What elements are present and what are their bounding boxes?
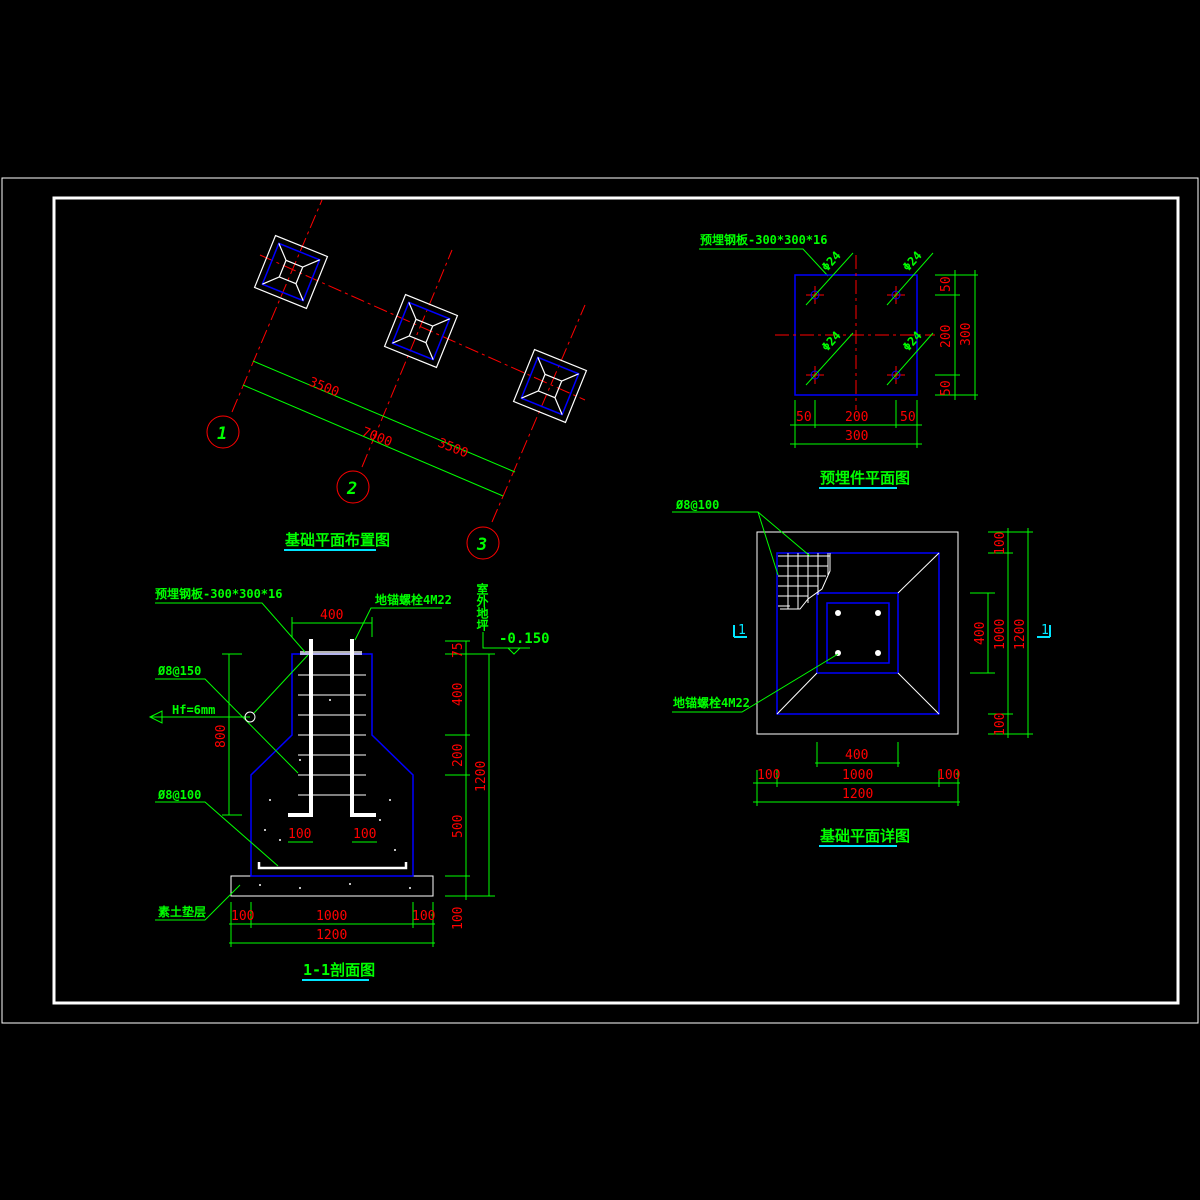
inner-frame [52, 196, 1180, 1005]
dimension-label: 100 [937, 768, 960, 783]
embed-plan: 预埋钢板-300*300*16 Φ24 Φ24 Φ24 Φ24 50 200 5… [699, 232, 978, 489]
dimension-label: 200 [451, 744, 466, 767]
dimension-label: 200 [845, 410, 868, 425]
layout-plan: 3500 3500 7000 1 2 3 基础平面布置图 [206, 199, 588, 560]
dimension-label: 1200 [316, 928, 347, 943]
section-plate-label: 预埋钢板-300*300*16 [155, 586, 282, 601]
dimension-label: 800 [214, 725, 229, 748]
dimension-label: 100 [757, 768, 780, 783]
dimension-label: 400 [320, 608, 343, 623]
footing-3 [512, 348, 588, 424]
footing-1 [253, 234, 329, 310]
dimension-label: 1200 [842, 787, 873, 802]
dim-line-total [242, 384, 504, 497]
dimension-label: 100 [993, 713, 1008, 736]
outer-frame [1, 177, 1199, 1024]
ground-label: 室外地坪 [475, 582, 489, 632]
dimension-label: 50 [796, 410, 812, 425]
embed-plan-title: 预埋件平面图 [820, 469, 910, 487]
footing-2 [383, 293, 459, 369]
mesh-label: Ø8@100 [157, 788, 201, 802]
detail-mesh-label: Ø8@100 [675, 498, 719, 512]
dimension-label: 300 [959, 323, 974, 346]
dimension-label: 400 [973, 622, 988, 645]
section-1-1: 预埋钢板-300*300*16 地锚螺栓4M22 400 Ø8@150 Hf=6… [148, 582, 550, 981]
dim-line-spans [252, 360, 516, 473]
hole-label: Φ24 [900, 249, 925, 274]
axis-bubble-1 [206, 415, 240, 449]
section-bolt-label: 地锚螺栓4M22 [375, 592, 452, 607]
dimension-label: 100 [412, 909, 435, 924]
dimension-label: 50 [900, 410, 916, 425]
dimension-label: 200 [939, 325, 954, 348]
dimension-label: 300 [845, 429, 868, 444]
axis-label-2: 2 [346, 479, 357, 499]
dim-total: 7000 [360, 425, 395, 451]
hole-label: Φ24 [819, 329, 844, 354]
dimension-label: 50 [939, 380, 954, 396]
stirrup-label: Ø8@150 [157, 664, 201, 678]
axis-label-3: 3 [476, 535, 487, 555]
detail-bolt-label: 地锚螺栓4M22 [673, 695, 750, 710]
dimension-label: 1000 [993, 619, 1008, 650]
dimension-label: 1000 [316, 909, 347, 924]
layout-plan-title: 基础平面布置图 [284, 531, 390, 549]
axis-bubble-3 [466, 526, 500, 560]
dimension-label: 400 [451, 683, 466, 706]
dimension-label: 1200 [1013, 619, 1028, 650]
hole-label: Φ24 [900, 329, 925, 354]
dimension-label: 100 [231, 909, 254, 924]
dimension-label: 1200 [474, 761, 489, 792]
dimension-label: 500 [451, 815, 466, 838]
dimension-label: 100 [451, 907, 466, 930]
detail-plan-title: 基础平面详图 [819, 827, 910, 845]
dimension-label: 50 [939, 276, 954, 292]
axis-label-1: 1 [217, 424, 227, 444]
detail-plan: Ø8@100 地锚螺栓4M22 1 1 100 1000 100 1200 40… [672, 498, 1051, 847]
elevation-label: -0.150 [499, 631, 550, 647]
dimension-label: 100 [353, 827, 376, 842]
dim-span-2: 3500 [436, 436, 471, 462]
dimension-label: 75 [451, 642, 466, 658]
dim-span-1: 3500 [307, 375, 342, 401]
section-mark-right: 1 [1041, 623, 1049, 638]
cushion-label: 素土垫层 [158, 904, 206, 919]
dimension-label: 1000 [842, 768, 873, 783]
dimension-label: 100 [288, 827, 311, 842]
section-title: 1-1剖面图 [303, 961, 375, 979]
axis-bubble-2 [336, 470, 370, 504]
dimension-label: 400 [845, 748, 868, 763]
cushion-layer [230, 875, 434, 897]
weld-label: Hf=6mm [172, 703, 215, 717]
footing-outline [250, 653, 414, 877]
embed-plate-label: 预埋钢板-300*300*16 [700, 232, 827, 247]
dimension-label: 100 [993, 532, 1008, 555]
section-mark-left: 1 [738, 623, 746, 638]
